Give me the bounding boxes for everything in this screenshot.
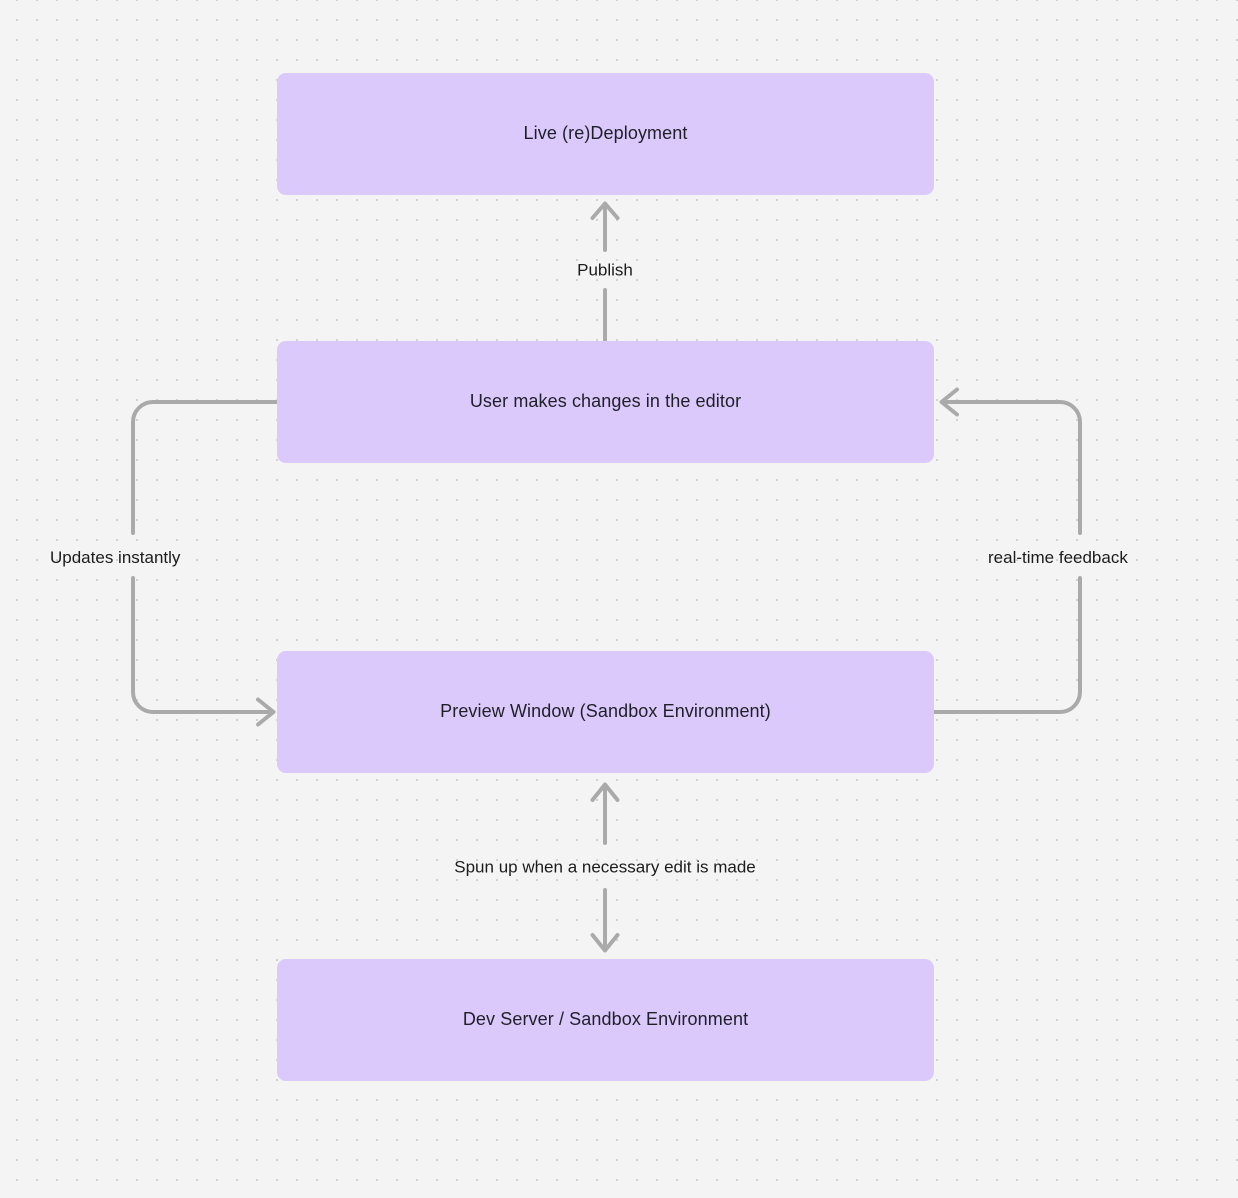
node-dev-server[interactable]: Dev Server / Sandbox Environment <box>277 959 934 1081</box>
node-dev-server-label: Dev Server / Sandbox Environment <box>462 1009 749 1030</box>
node-preview-window[interactable]: Preview Window (Sandbox Environment) <box>277 651 934 773</box>
node-preview-window-label: Preview Window (Sandbox Environment) <box>440 701 771 722</box>
node-live-deployment[interactable]: Live (re)Deployment <box>277 73 934 195</box>
edge-label-real-time-feedback: real-time feedback <box>988 548 1128 567</box>
node-live-deployment-label: Live (re)Deployment <box>523 123 688 144</box>
edge-label-updates-instantly: Updates instantly <box>50 548 181 567</box>
edge-label-spun-up: Spun up when a necessary edit is made <box>454 857 756 877</box>
node-user-edits[interactable]: User makes changes in the editor <box>277 341 934 463</box>
edge-label-publish: Publish <box>577 260 633 280</box>
node-user-edits-label: User makes changes in the editor <box>469 391 742 412</box>
